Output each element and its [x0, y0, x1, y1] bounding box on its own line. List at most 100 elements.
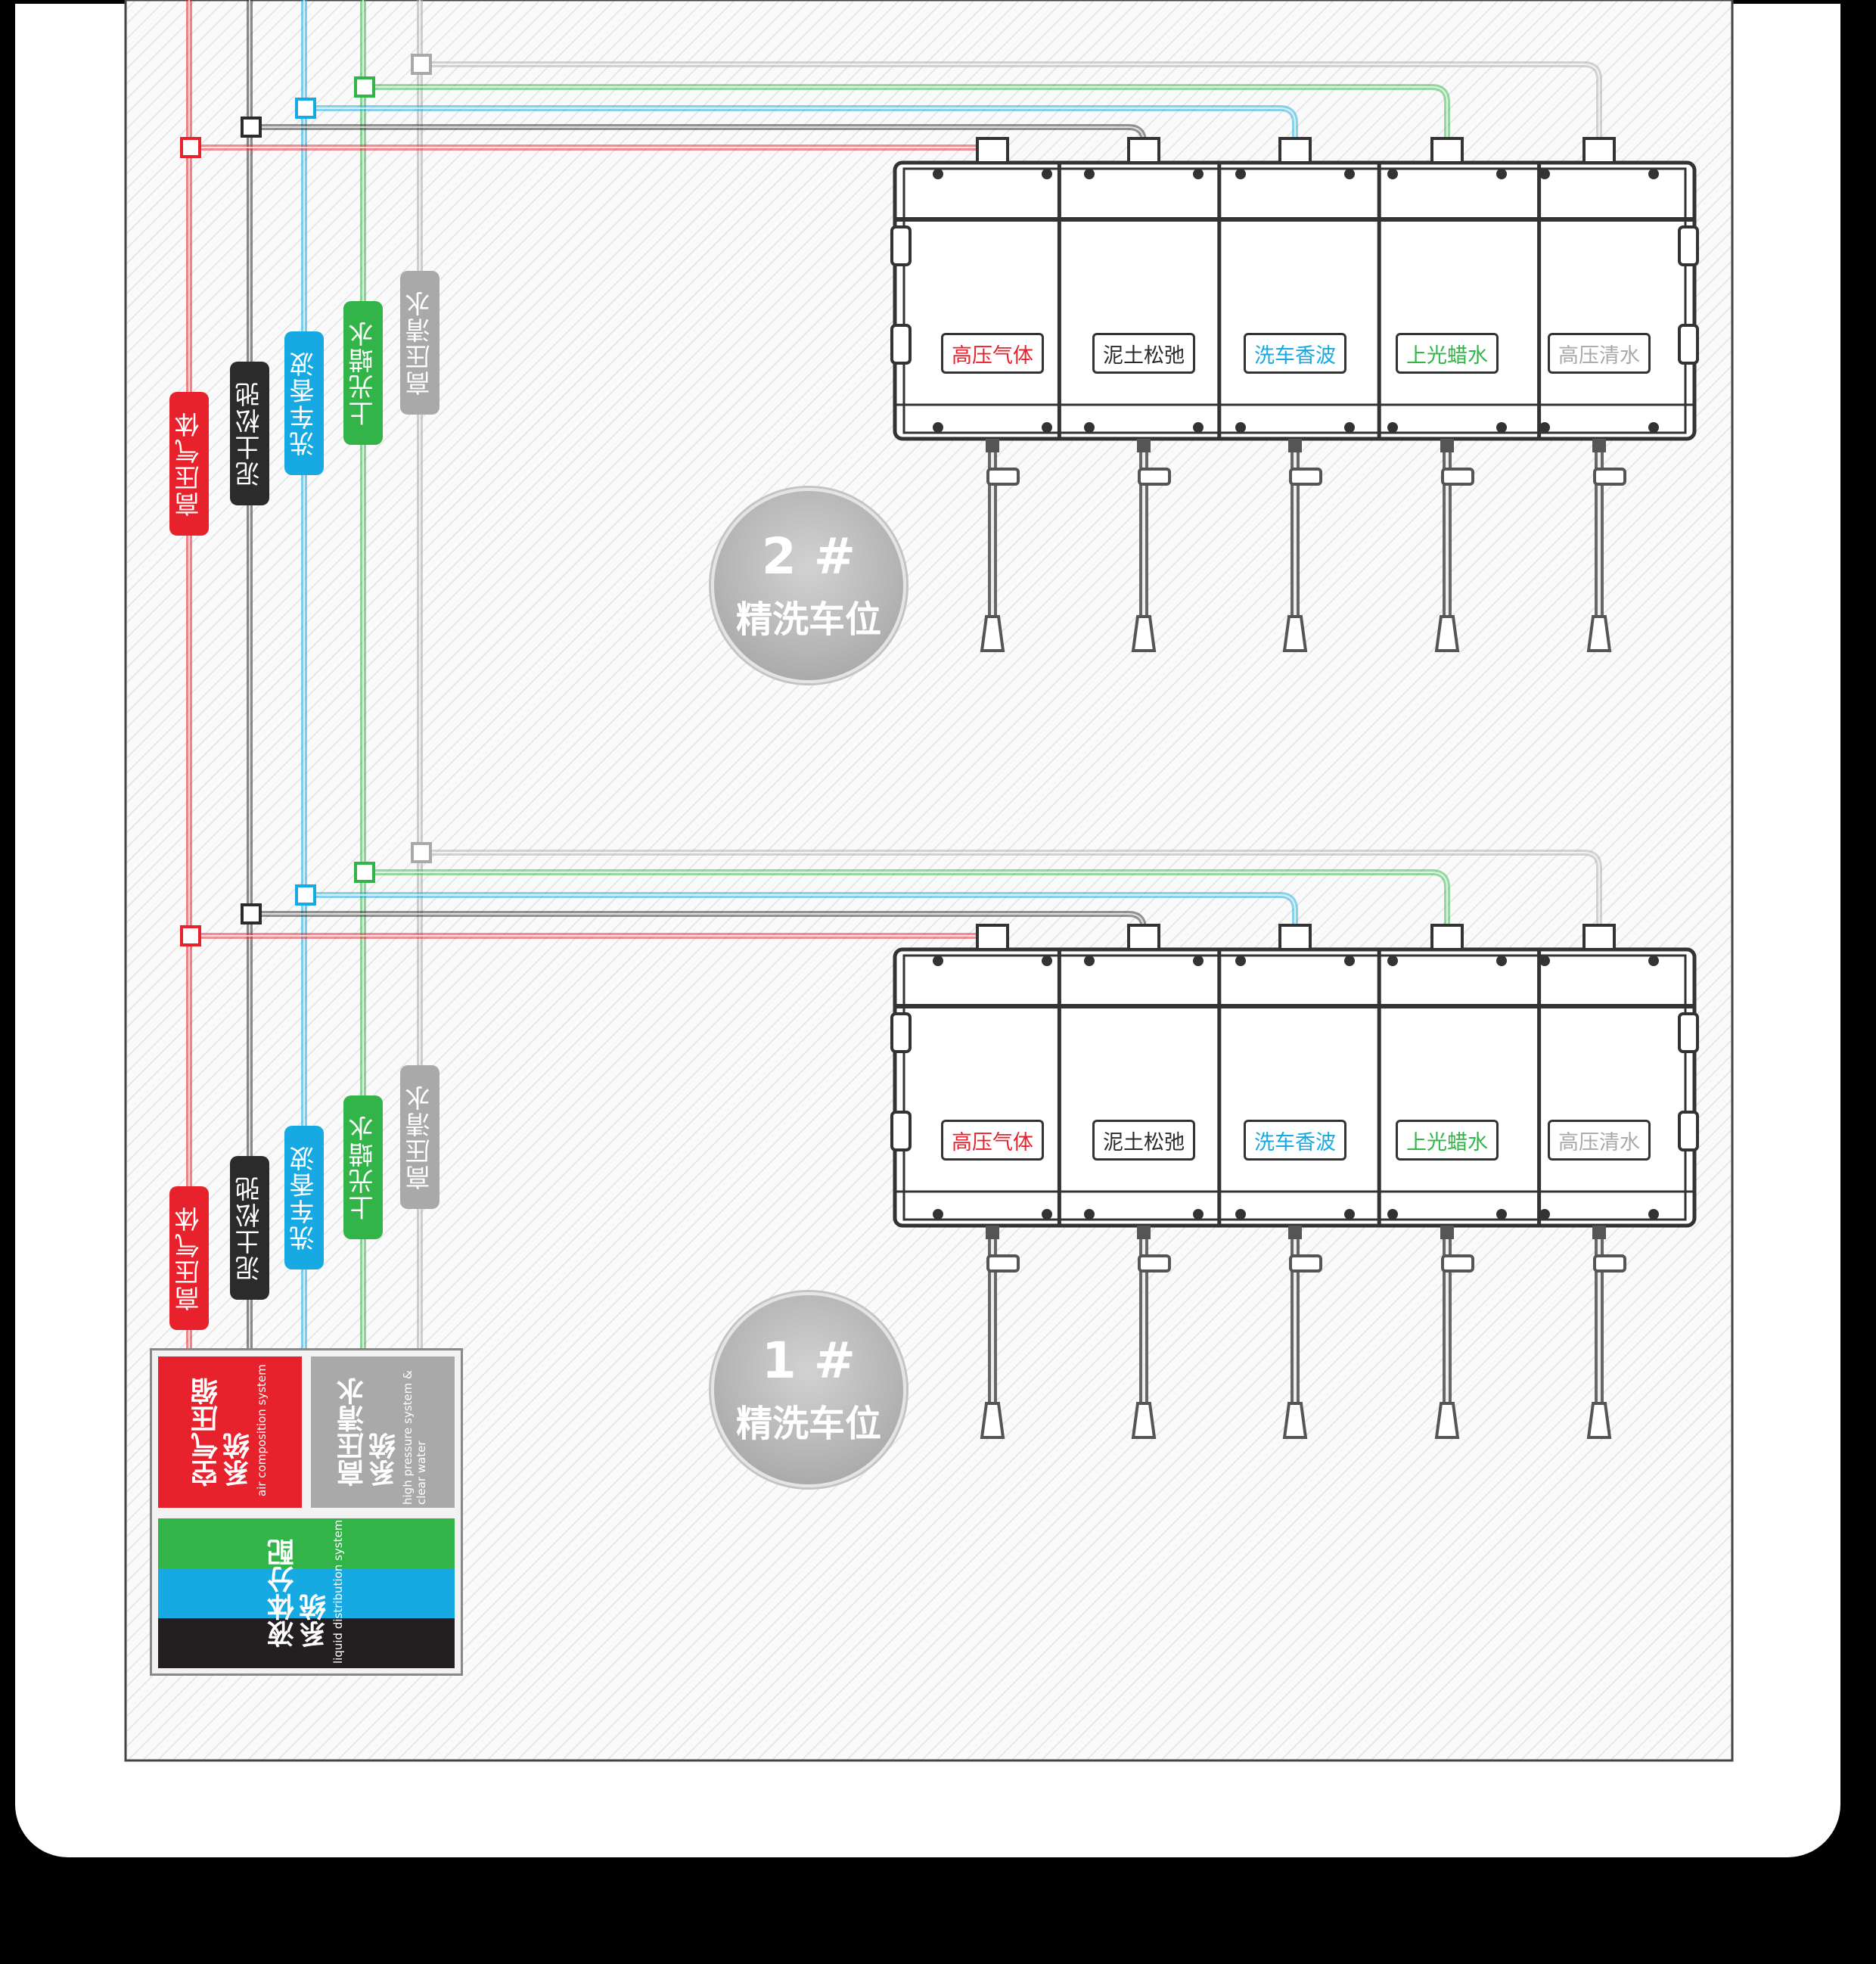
screw-icon — [933, 422, 943, 433]
unit-tag: 洗车香波 — [1244, 1120, 1346, 1161]
legend-air-title: 空气压缩 系统 — [191, 1378, 254, 1487]
screw-icon — [1539, 169, 1550, 179]
branch-pipe — [354, 862, 1450, 931]
screw-icon — [1042, 1209, 1052, 1220]
station-number: 1 # — [761, 1332, 856, 1390]
inlet-cap — [1278, 137, 1312, 164]
screw-icon — [1193, 956, 1204, 966]
legend-water-subtitle: high pressure system & clear water — [401, 1370, 428, 1505]
tee-fitting — [411, 54, 432, 75]
screw-icon — [1496, 1209, 1507, 1220]
branch-pipe — [354, 76, 1450, 144]
spray-lance[interactable] — [1434, 439, 1474, 652]
legend-band-black — [158, 1618, 455, 1668]
pipe-label: 上光蜡水 — [343, 1095, 383, 1239]
inlet-cap — [976, 137, 1009, 164]
legend-water-system: 高压清水 系统 high pressure system & clear wat… — [311, 1356, 455, 1508]
screw-icon — [1496, 169, 1507, 179]
pipe-label: 上光蜡水 — [343, 301, 383, 445]
spray-lance[interactable] — [1434, 1226, 1474, 1439]
screw-icon — [1648, 422, 1659, 433]
tee-fitting — [180, 925, 201, 946]
unit-tag: 泥土松弛 — [1092, 333, 1195, 374]
legend-liquid-title: 液体分配 系统 — [268, 1539, 331, 1648]
branch-pipe — [411, 54, 1602, 144]
screw-icon — [1235, 169, 1246, 179]
spray-lance[interactable] — [1131, 439, 1171, 652]
screw-icon — [1042, 956, 1052, 966]
legend-air-subtitle: air composition system — [255, 1364, 269, 1497]
screw-icon — [1344, 422, 1355, 433]
spray-lance[interactable] — [1131, 1226, 1171, 1439]
spray-lance[interactable] — [1282, 1226, 1322, 1439]
screw-icon — [1539, 1209, 1550, 1220]
spray-lance[interactable] — [1282, 439, 1322, 652]
screw-icon — [1496, 956, 1507, 966]
branch-pipe — [295, 98, 1298, 144]
screw-icon — [933, 1209, 943, 1220]
screw-icon — [1539, 956, 1550, 966]
screw-icon — [1235, 1209, 1246, 1220]
unit-tag: 高压清水 — [1548, 1120, 1651, 1161]
inlet-cap — [1127, 924, 1160, 951]
unit-tag: 高压气体 — [941, 333, 1044, 374]
screw-icon — [1648, 1209, 1659, 1220]
pipe-label: 高压气体 — [169, 1186, 209, 1330]
unit-tag: 高压气体 — [941, 1120, 1044, 1161]
screw-icon — [1387, 1209, 1398, 1220]
legend-band-blue — [158, 1568, 455, 1618]
legend-water-title: 高压清水 系统 — [337, 1378, 400, 1487]
screw-icon — [1344, 169, 1355, 179]
inlet-cap — [1430, 137, 1464, 164]
tee-fitting — [354, 76, 375, 98]
screw-icon — [1193, 1209, 1204, 1220]
unit-tag: 高压清水 — [1548, 333, 1651, 374]
pipe-label: 洗车香波 — [284, 331, 324, 475]
tee-fitting — [241, 903, 262, 925]
inlet-cap — [1582, 924, 1616, 951]
station-number: 2 # — [761, 527, 856, 586]
legend-air-system: 空气压缩 系统 air composition system — [158, 1356, 302, 1508]
screw-icon — [1193, 169, 1204, 179]
screw-icon — [1387, 169, 1398, 179]
screw-icon — [933, 169, 943, 179]
legend-liquid-system: 液体分配 系统 liquid distribution system — [158, 1518, 455, 1668]
inlet-cap — [1430, 924, 1464, 951]
spray-lance[interactable] — [1586, 1226, 1626, 1439]
screw-icon — [1344, 956, 1355, 966]
screw-icon — [1344, 1209, 1355, 1220]
screw-icon — [1387, 422, 1398, 433]
pipe-label: 高压清水 — [400, 271, 439, 415]
unit-tag: 上光蜡水 — [1396, 1120, 1499, 1161]
tee-fitting — [354, 862, 375, 883]
branch-pipe — [411, 842, 1602, 931]
unit-tag: 泥土松弛 — [1092, 1120, 1195, 1161]
inlet-cap — [1582, 137, 1616, 164]
pipe-label: 洗车香波 — [284, 1126, 324, 1269]
spray-lance[interactable] — [980, 1226, 1020, 1439]
screw-icon — [1042, 169, 1052, 179]
tee-fitting — [295, 98, 316, 119]
screw-icon — [1539, 422, 1550, 433]
spray-lance[interactable] — [1586, 439, 1626, 652]
screw-icon — [1084, 1209, 1095, 1220]
pipe-label: 泥土松弛 — [230, 1156, 269, 1300]
screw-icon — [1648, 169, 1659, 179]
tee-fitting — [411, 842, 432, 863]
inlet-cap — [1127, 137, 1160, 164]
unit-tag: 上光蜡水 — [1396, 333, 1499, 374]
station-badge: 1 #精洗车位 — [711, 1292, 906, 1487]
screw-icon — [1496, 422, 1507, 433]
station-badge: 2 #精洗车位 — [711, 488, 906, 683]
screw-icon — [1235, 422, 1246, 433]
branch-pipe — [295, 884, 1298, 931]
tee-fitting — [241, 117, 262, 138]
legend-box: 空气压缩 系统 air composition system 高压清水 系统 h… — [150, 1348, 463, 1676]
unit-tag: 洗车香波 — [1244, 333, 1346, 374]
screw-icon — [1084, 956, 1095, 966]
spray-lance[interactable] — [980, 439, 1020, 652]
pipe-label: 泥土松弛 — [230, 362, 269, 505]
tee-fitting — [180, 137, 201, 158]
inlet-cap — [1278, 924, 1312, 951]
screw-icon — [1387, 956, 1398, 966]
